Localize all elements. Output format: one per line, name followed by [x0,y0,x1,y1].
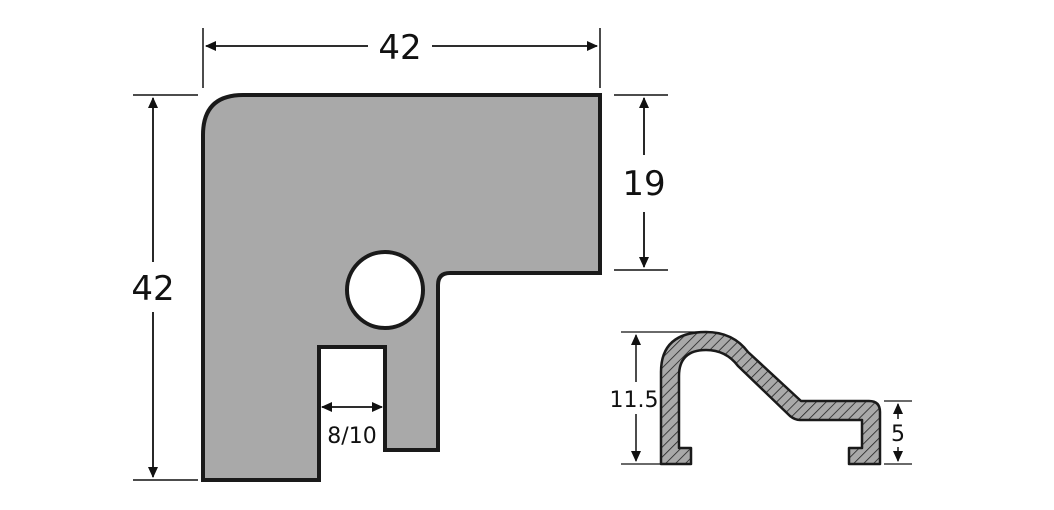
dim-profile-height-label: 11.5 [610,388,659,413]
dim-slot-label: 8/10 [327,424,376,449]
mounting-hole [345,250,425,330]
dimension-width: 42 [202,28,601,88]
dim-height-label: 42 [131,269,174,309]
dimension-profile-lip: 5 [884,400,912,465]
dimension-profile-height: 11.5 [610,331,700,465]
dimension-height: 42 [131,94,198,481]
dim-profile-lip-label: 5 [891,422,905,447]
dimension-slot: 8/10 [321,402,383,449]
dim-arm-label: 19 [622,164,665,204]
corner-plate [201,93,602,482]
profile-section [659,330,882,466]
dim-width-label: 42 [378,28,421,68]
profile-body [659,330,882,466]
dimension-arm: 19 [614,94,668,271]
